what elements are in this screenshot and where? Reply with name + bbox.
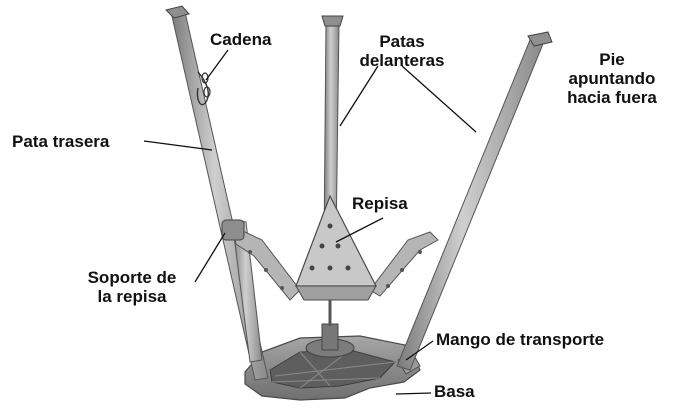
label-repisa: Repisa [352,194,408,213]
label-mango: Mango de transporte [436,330,605,349]
leader-lines [143,49,477,395]
label-pie: Pie apuntando hacia fuera [552,50,672,107]
label-patas-line1: Patas [379,32,425,51]
base [244,323,421,401]
shelf [295,194,377,326]
front-leg-right [396,31,553,371]
label-patas-delanteras: Patas delanteras [352,32,452,70]
label-basa: Basa [434,382,475,401]
front-leg-center [321,15,344,247]
label-pie-line1: Pie [599,50,625,69]
label-pie-line2: apuntando [568,69,656,88]
label-pie-line3: hacia fuera [567,88,657,107]
label-soporte-line2: la repisa [97,287,167,306]
label-patas-line2: delanteras [359,51,445,70]
label-soporte-line1: Soporte de [87,268,177,287]
label-cadena: Cadena [210,30,272,49]
label-pata-trasera: Pata trasera [12,132,110,151]
shelf-bracket [221,219,245,241]
label-soporte: Soporte de la repisa [72,268,192,306]
